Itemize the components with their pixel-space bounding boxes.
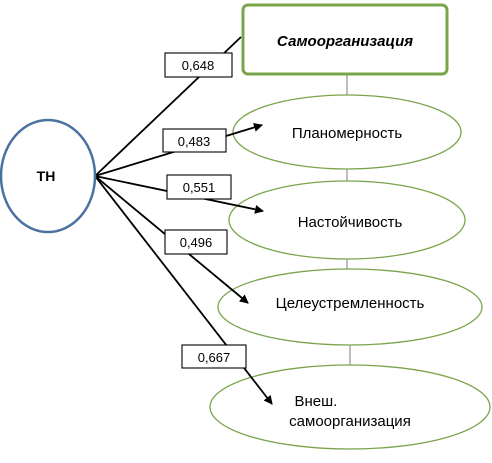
root-node-label: ТН [37,168,56,184]
coef-vnesh-box [181,344,247,369]
factor-node-tseleustremlennost-label: Целеустремленность [276,295,425,312]
coef-tseleustremlennost-value: 0,496 [180,235,213,250]
coef-top: 0,648 [164,52,233,78]
coef-vnesh-value: 0,667 [198,350,231,365]
coef-top-box [164,52,233,78]
coef-nastoychivost: 0,551 [166,174,232,200]
top-node-label: Самоорганизация [277,33,413,50]
factor-node-tseleustremlennost: Целеустремленность [217,268,483,346]
coef-planomernost-value: 0,483 [178,134,211,149]
factor-node-nastoychivost: Настойчивость [228,180,466,260]
vertical-connectors [346,74,351,365]
factor-node-tseleustremlennost-shape [217,268,483,346]
top-node-box [241,3,449,76]
factor-node-vnesh: Внеш. самоорганизация [209,364,491,450]
factor-node-planomernost-label: Планомерность [292,125,402,142]
factor-node-planomernost: Планомерность [232,94,462,170]
factor-node-vnesh-label-line-2: самоорганизация [289,413,411,430]
factor-node-vnesh-label: Внеш. самоорганизация [289,393,411,430]
coef-vnesh: 0,667 [181,344,247,369]
root-node: ТН [0,118,97,234]
factor-node-vnesh-shape [209,364,491,450]
coefficient-labels: 0,648 0,483 0,551 0,496 0,667 [162,52,247,369]
root-node-shape [0,118,97,234]
factor-node-planomernost-shape [232,94,462,170]
coef-planomernost: 0,483 [162,128,227,153]
coef-top-value: 0,648 [182,58,215,73]
coef-planomernost-box [162,128,227,153]
coef-nastoychivost-value: 0,551 [183,180,216,195]
coef-nastoychivost-box [166,174,232,200]
factor-node-nastoychivost-label: Настойчивость [298,214,403,231]
coef-tseleustremlennost: 0,496 [164,229,228,255]
coef-tseleustremlennost-box [164,229,228,255]
factor-node-vnesh-label-line-1: Внеш. [294,393,337,410]
factor-node-nastoychivost-shape [228,180,466,260]
top-node: Самоорганизация [241,3,449,76]
